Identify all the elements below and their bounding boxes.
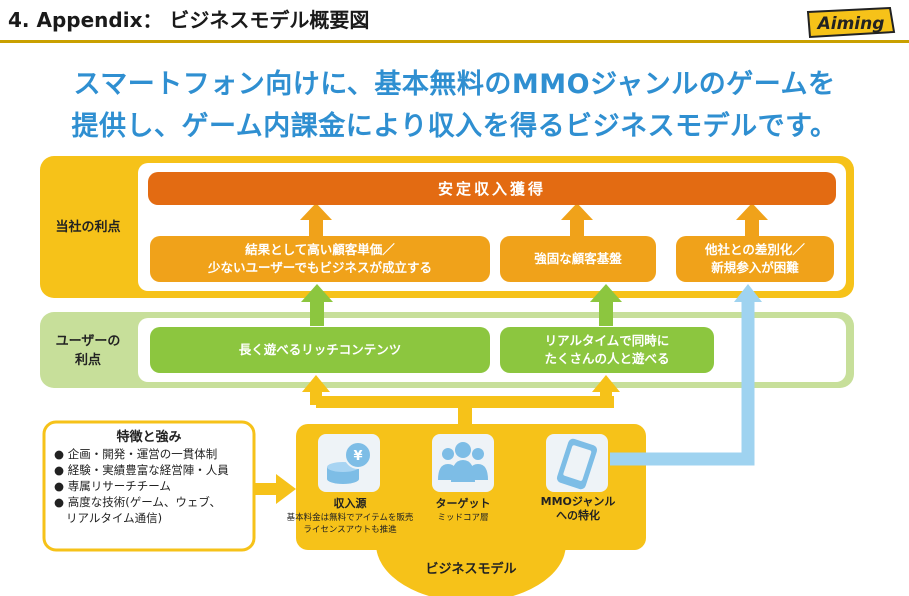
svg-text:¥: ¥ xyxy=(353,449,362,464)
orange-arrowhead-1 xyxy=(300,203,332,220)
company-benefit-box-3: 他社との差別化／ 新規参入が困難 xyxy=(676,236,834,282)
logo-text: Aiming xyxy=(816,14,885,34)
features-item-continued: リアルタイム通信) xyxy=(66,511,163,525)
user-benefit-box-1: 長く遊べるリッチコンテンツ xyxy=(150,327,490,373)
green-arrowhead-left xyxy=(301,284,333,302)
business-model-arc xyxy=(376,544,566,596)
company-benefit-box-2: 強固な顧客基盤 xyxy=(500,236,656,282)
people-icon xyxy=(438,442,488,482)
yellow-stem xyxy=(458,404,472,426)
features-title: 特徴と強み xyxy=(116,430,182,445)
title-divider xyxy=(0,40,909,43)
green-arrowhead-right xyxy=(590,284,622,302)
orange-arrowhead-2 xyxy=(561,203,593,220)
blue-connector xyxy=(610,300,755,466)
features-item: ● 高度な技術(ゲーム、ウェブ、 xyxy=(54,495,221,509)
slide-title: 4. Appendix： ビジネスモデル概要図 xyxy=(8,8,370,32)
company-benefits-label: 当社の利点 xyxy=(55,220,121,235)
income-source-title: 収入源 xyxy=(333,497,367,510)
features-arrow-shaft xyxy=(252,483,278,495)
user-benefits-label: ユーザーの 利点 xyxy=(55,334,121,368)
income-source-sub-1: 基本料金は無料でアイテムを販売 xyxy=(286,513,414,523)
features-item: ● 企画・開発・運営の一貫体制 xyxy=(54,447,218,461)
yellow-crossbar xyxy=(316,396,614,408)
features-item: ● 専属リサーチチーム xyxy=(54,479,171,493)
orange-arrowhead-3 xyxy=(736,203,768,220)
business-model-label: ビジネスモデル xyxy=(425,562,517,577)
yellow-arrowhead-right xyxy=(592,375,620,392)
features-list: ● 企画・開発・運営の一貫体制 ● 経験・実績豊富な経営陣・人員 ● 専属リサー… xyxy=(54,446,250,526)
yellow-arrowhead-left xyxy=(302,375,330,392)
aiming-logo: Aiming xyxy=(806,6,896,39)
features-box xyxy=(42,420,256,552)
company-benefit-box-1: 結果として高い顧客単価／ 少ないユーザーでもビジネスが成立する xyxy=(150,236,490,282)
income-source-sub-2: ライセンスアウトも推進 xyxy=(303,525,397,535)
features-item: ● 経験・実績豊富な経営陣・人員 xyxy=(54,463,229,477)
coin-stack-icon: ¥ xyxy=(327,441,372,484)
headline-line-2: 提供し、ゲーム内課金により収入を得るビジネスモデルです。 xyxy=(71,111,838,142)
user-benefit-box-2: リアルタイムで同時に たくさんの人と遊べる xyxy=(500,327,714,373)
stable-income-bar: 安定収入獲得 xyxy=(148,172,836,205)
blue-arrowhead xyxy=(734,284,762,302)
target-sub: ミッドコア層 xyxy=(437,513,489,523)
mmo-focus-title: MMOジャンル への特化 xyxy=(540,495,616,522)
headline-line-1: スマートフォン向けに、基本無料のMMOジャンルのゲームを xyxy=(73,69,836,100)
target-title: ターゲット xyxy=(435,497,491,510)
features-arrowhead xyxy=(276,474,296,504)
smartphone-icon xyxy=(556,438,598,490)
